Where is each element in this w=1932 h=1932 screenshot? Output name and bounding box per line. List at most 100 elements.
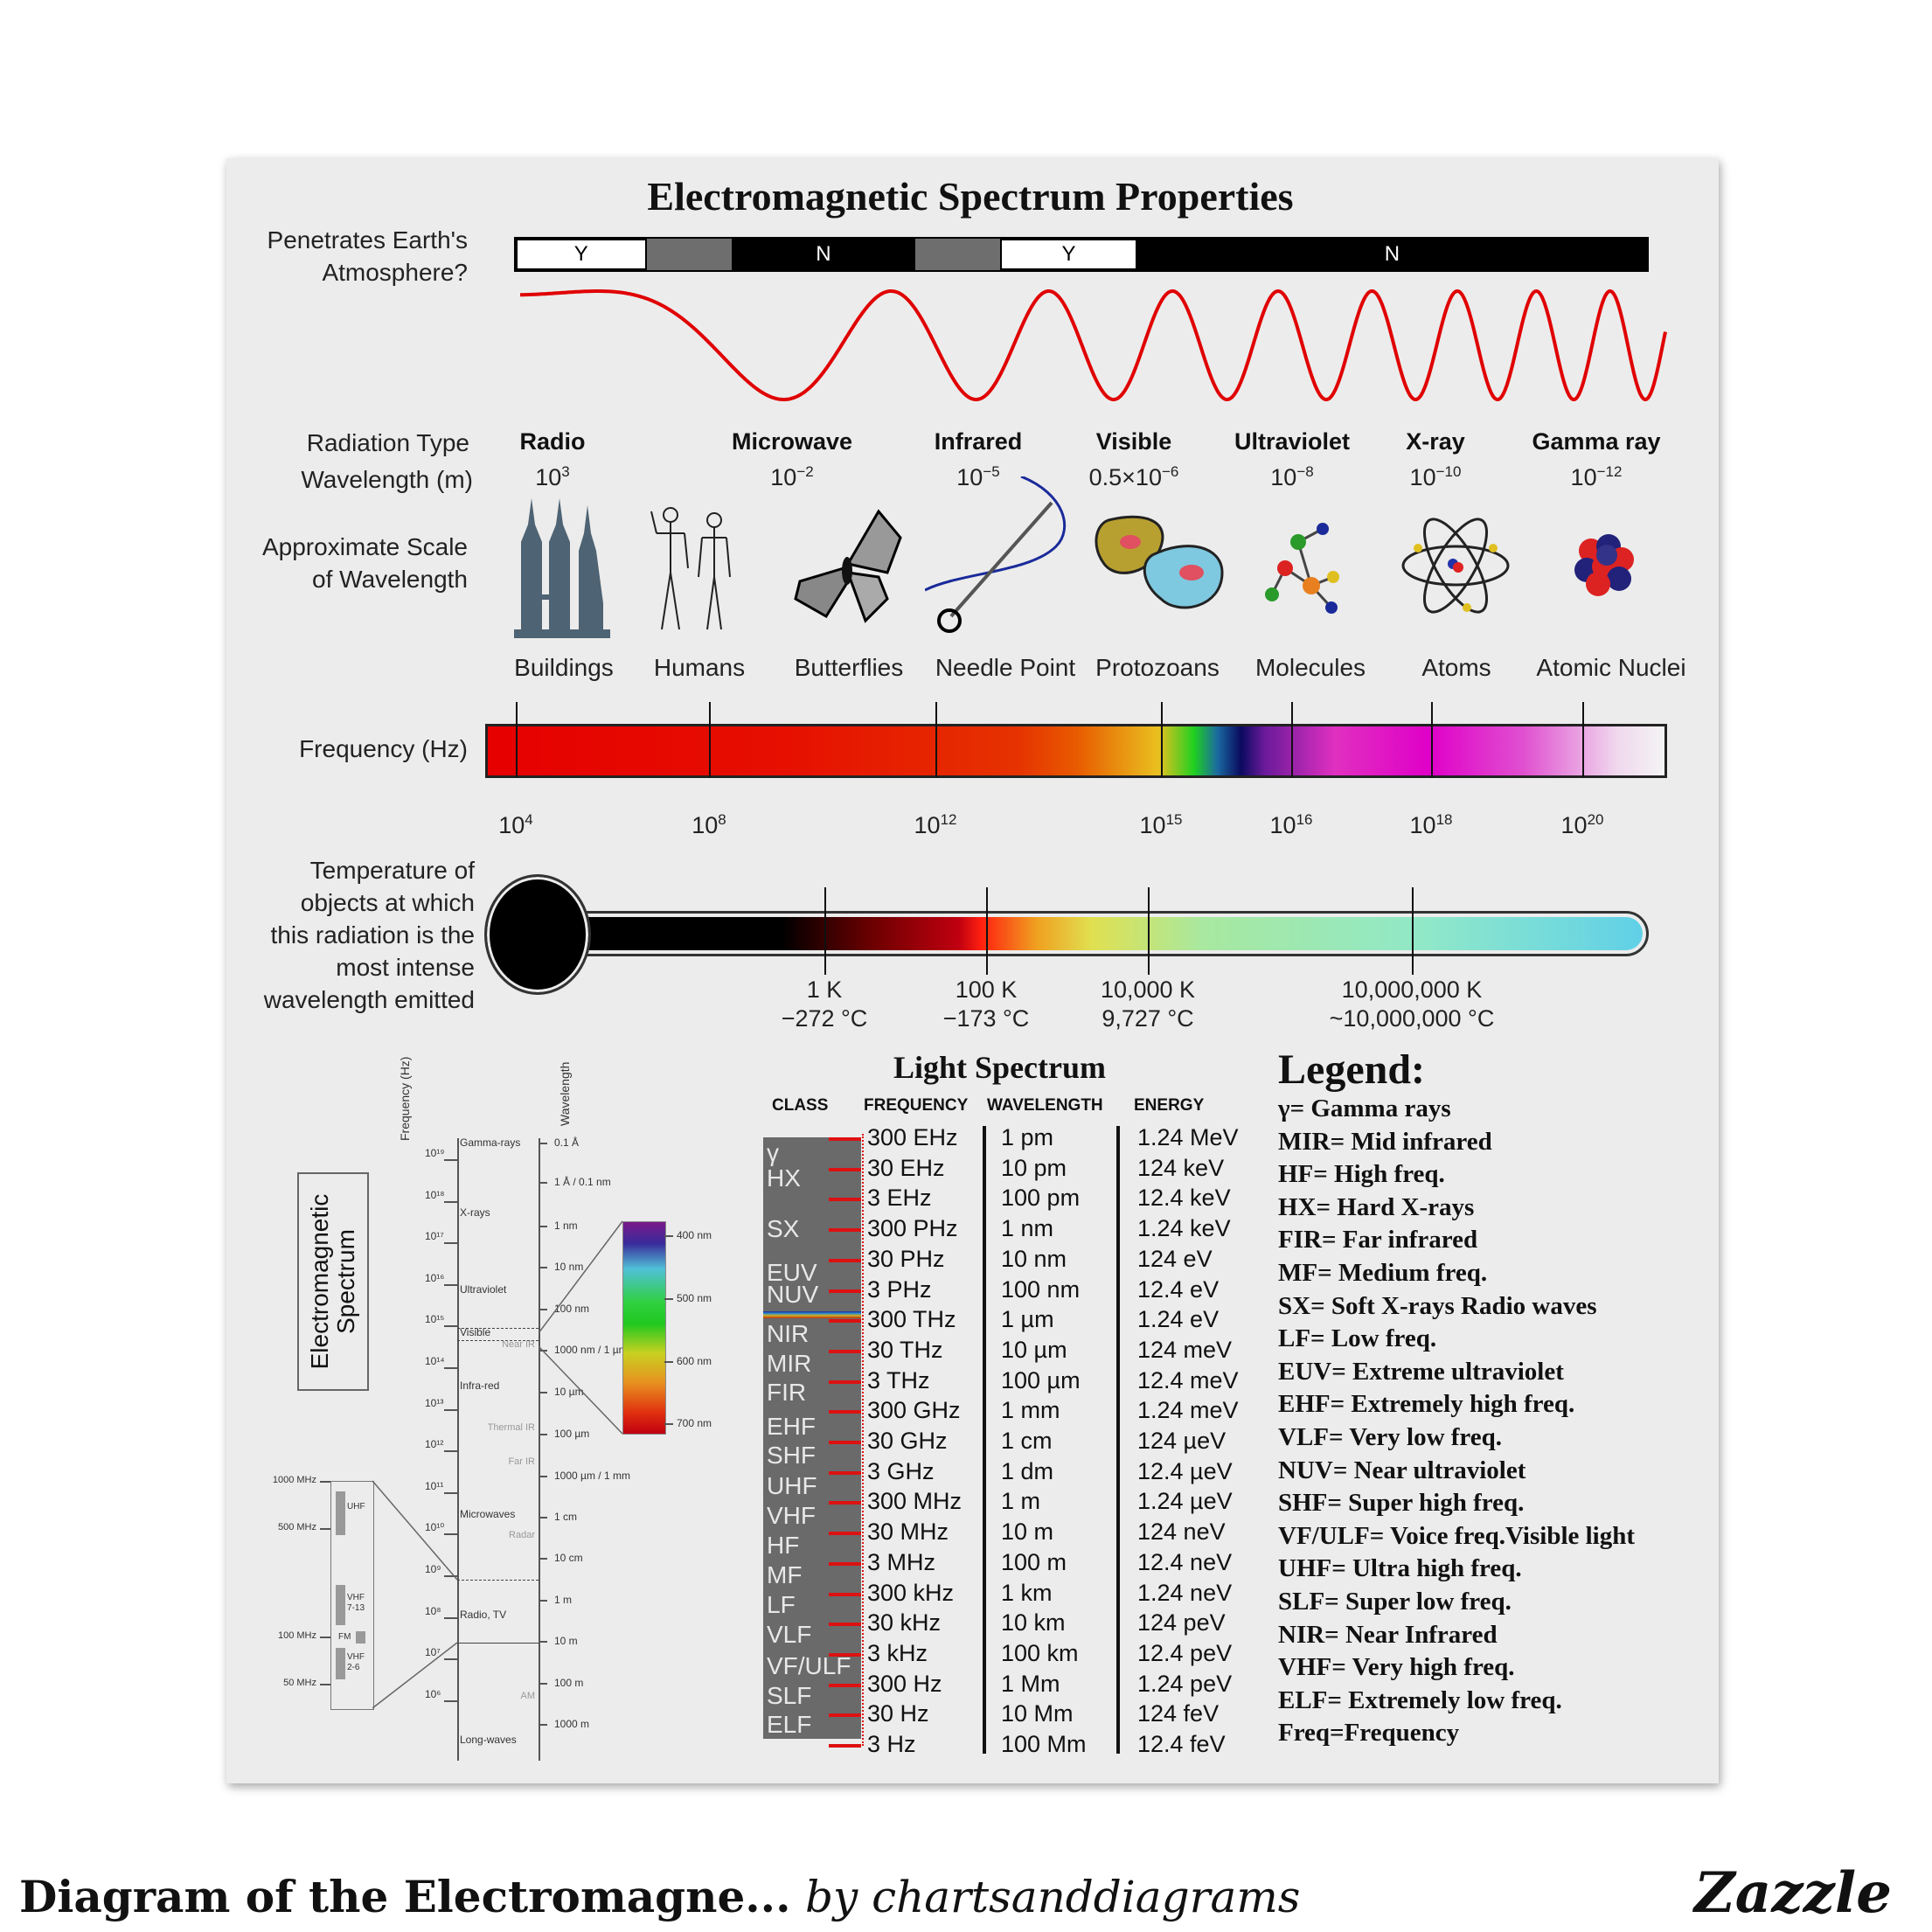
footer-title[interactable]: Diagram of the Electromagne... xyxy=(19,1871,791,1922)
row-tick xyxy=(829,1228,861,1233)
row-tick xyxy=(829,1592,861,1596)
wavelength-cell: 100 Mm xyxy=(1001,1731,1087,1757)
fm-label: FM xyxy=(338,1632,351,1642)
footer-author[interactable]: by chartsanddiagrams xyxy=(804,1872,1301,1922)
mini-freq-tick-label: 10¹⁸ xyxy=(425,1189,445,1201)
wavelength-exponent: −6 xyxy=(1161,463,1179,480)
tick-exponent: 18 xyxy=(1435,811,1453,828)
wavelength-exponent: −5 xyxy=(983,463,1000,480)
molecule-icon xyxy=(1265,523,1339,614)
thermometer-tube xyxy=(535,911,1649,956)
visible-colorbar xyxy=(622,1221,666,1435)
legend-item: MF= Medium freq. xyxy=(1278,1258,1488,1287)
visible-tick-label: 400 nm xyxy=(677,1229,712,1241)
mini-band-label: X-rays xyxy=(460,1206,490,1219)
kelvin-value: 1 K xyxy=(806,976,843,1003)
radio-tick-label: 1000 MHz xyxy=(272,1475,316,1485)
brand-logo[interactable]: Zazzle xyxy=(1694,1860,1892,1926)
scale-label: Approximate Scale of Wavelength xyxy=(227,531,468,595)
radiation-wavelength: 103 xyxy=(535,463,570,491)
temperature-tick-line xyxy=(824,887,826,975)
row-tick xyxy=(829,1289,861,1293)
poster xyxy=(226,158,1719,1783)
mini-freq-tick xyxy=(444,1201,457,1203)
class-label: FIR xyxy=(767,1379,807,1406)
class-label: VLF xyxy=(767,1621,812,1648)
wavelength-cell: 10 Mm xyxy=(1001,1700,1074,1727)
mini-wl-tick xyxy=(539,1724,547,1726)
mini-wl-tick-label: 100 nm xyxy=(554,1303,590,1315)
radiation-type-label: Radiation Type xyxy=(306,429,469,456)
legend-item: NUV= Near ultraviolet xyxy=(1278,1456,1526,1484)
vhf713-label: VHF 7-13 xyxy=(347,1593,365,1613)
mini-wl-tick xyxy=(539,1558,547,1560)
legend-item: HX= Hard X-rays xyxy=(1278,1192,1475,1221)
temperature-tick-label: 1 K−272 °C xyxy=(782,976,868,1033)
energy-cell: 12.4 meV xyxy=(1137,1366,1239,1393)
row-tick xyxy=(829,1319,861,1324)
class-column-bg xyxy=(763,1137,861,1739)
tick-base: 10 xyxy=(691,812,719,838)
mini-band-label: Radar xyxy=(509,1530,535,1540)
energy-cell: 124 feV xyxy=(1137,1700,1220,1727)
mini-wl-tick-label: 0.1 Å xyxy=(554,1136,580,1149)
mini-band-label: Visible xyxy=(460,1326,491,1338)
mini-freq-tick-label: 10⁶ xyxy=(425,1688,441,1700)
mini-wl-tick-label: 100 m xyxy=(554,1677,584,1689)
row-tick xyxy=(829,1258,861,1262)
scale-object-label: Needle Point xyxy=(935,654,1076,681)
radiation-wavelength: 10−5 xyxy=(956,463,999,491)
atmosphere-segment: Y xyxy=(516,239,647,270)
row-tick xyxy=(829,1410,861,1414)
mini-freq-tick-label: 10¹² xyxy=(425,1438,444,1450)
atmosphere-segment xyxy=(914,239,1001,270)
mini-freq-tick-label: 10¹¹ xyxy=(425,1480,444,1492)
frequency-tick-line xyxy=(709,702,711,777)
frequency-cell: 300 THz xyxy=(867,1306,956,1333)
row-tick xyxy=(829,1652,861,1657)
legend-item: EHF= Extremely high freq. xyxy=(1278,1390,1575,1419)
row-tick xyxy=(829,1441,861,1444)
wavelength-cell: 1 Mm xyxy=(1001,1670,1060,1697)
mini-freq-tick-label: 10⁷ xyxy=(425,1646,441,1658)
celsius-value: ~10,000,000 °C xyxy=(1329,1005,1495,1032)
energy-cell: 1.24 MeV xyxy=(1137,1124,1239,1150)
energy-cell: 12.4 feV xyxy=(1137,1731,1226,1757)
legend-item: HF= High freq. xyxy=(1278,1160,1445,1189)
radiation-type-name: Ultraviolet xyxy=(1234,428,1351,455)
frequency-tick-line xyxy=(1431,702,1433,777)
mini-wl-tick xyxy=(539,1434,547,1435)
mini-wl-tick-label: 1000 µm / 1 mm xyxy=(554,1470,630,1482)
scale-object-label: Molecules xyxy=(1254,654,1366,681)
tick-base: 10 xyxy=(1560,812,1588,838)
footer: Diagram of the Electromagne... by charts… xyxy=(19,1871,1300,1922)
mini-band-label: Near IR xyxy=(502,1339,535,1350)
mini-band-label: Ultraviolet xyxy=(460,1283,507,1296)
radiation-type-name: Visible xyxy=(1095,428,1172,455)
atmosphere-segment: N xyxy=(732,239,915,270)
temperature-tick-line xyxy=(986,887,988,975)
col-divider-1 xyxy=(983,1126,986,1754)
temperature-label-line: objects at which xyxy=(300,889,475,916)
freq-axis-label: Frequency (Hz) xyxy=(398,1056,412,1141)
celsius-value: 9,727 °C xyxy=(1102,1005,1194,1032)
mini-wl-tick xyxy=(539,1683,547,1685)
legend-item: EUV= Extreme ultraviolet xyxy=(1278,1357,1564,1386)
legend-item: VF/ULF= Voice freq.Visible light xyxy=(1278,1521,1636,1550)
mini-wl-tick-label: 10 cm xyxy=(554,1552,583,1564)
class-red-border xyxy=(859,1134,864,1746)
radio-tick-label: 50 MHz xyxy=(283,1678,316,1688)
header-frequency: FREQUENCY xyxy=(864,1096,969,1115)
tick-exponent: 15 xyxy=(1165,811,1183,828)
mini-freq-tick xyxy=(444,1284,457,1286)
wavelength-label: Wavelength (m) xyxy=(301,466,473,493)
energy-cell: 124 keV xyxy=(1137,1154,1225,1181)
mini-freq-tick xyxy=(444,1450,457,1452)
scale-label-line2: of Wavelength xyxy=(312,566,468,593)
